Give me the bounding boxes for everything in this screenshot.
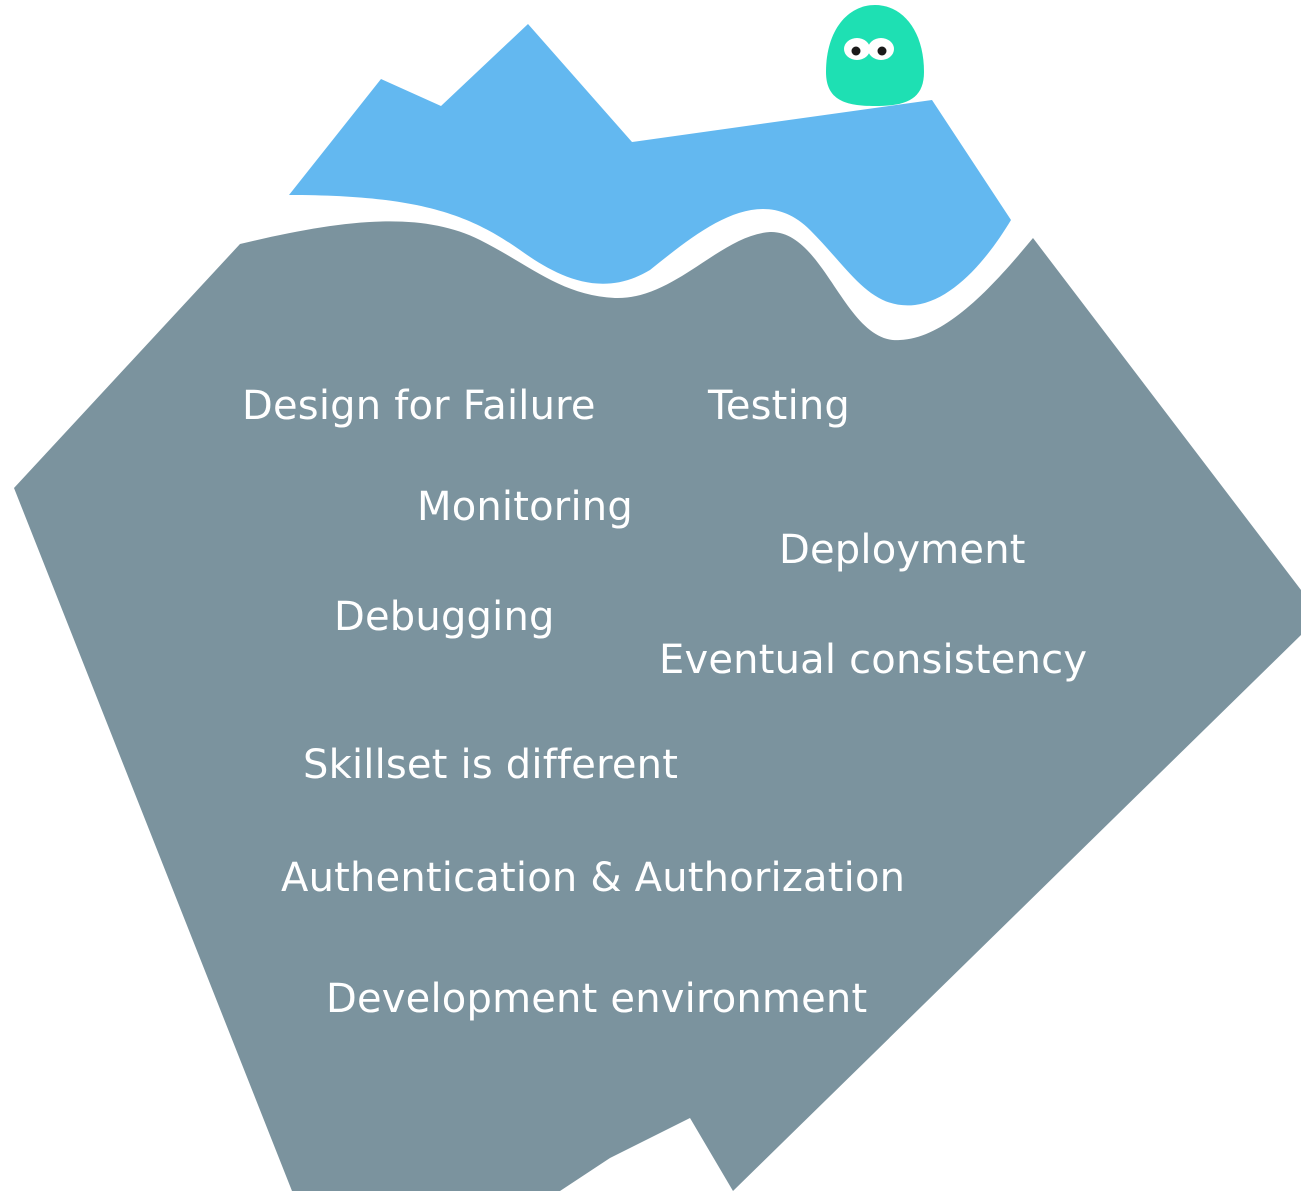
label-debugging: Debugging	[334, 594, 555, 640]
iceberg-tip-above-water	[289, 24, 1011, 306]
label-authentication-authorization: Authentication & Authorization	[281, 855, 906, 901]
label-monitoring: Monitoring	[417, 484, 633, 530]
green-blob-mascot-icon	[826, 5, 924, 106]
iceberg-body-below-water	[14, 221, 1301, 1191]
label-deployment: Deployment	[779, 527, 1026, 573]
label-skillset-is-different: Skillset is different	[303, 742, 679, 788]
label-development-environment: Development environment	[326, 976, 868, 1022]
label-testing: Testing	[708, 383, 851, 429]
label-design-for-failure: Design for Failure	[242, 383, 596, 429]
label-eventual-consistency: Eventual consistency	[659, 637, 1088, 683]
